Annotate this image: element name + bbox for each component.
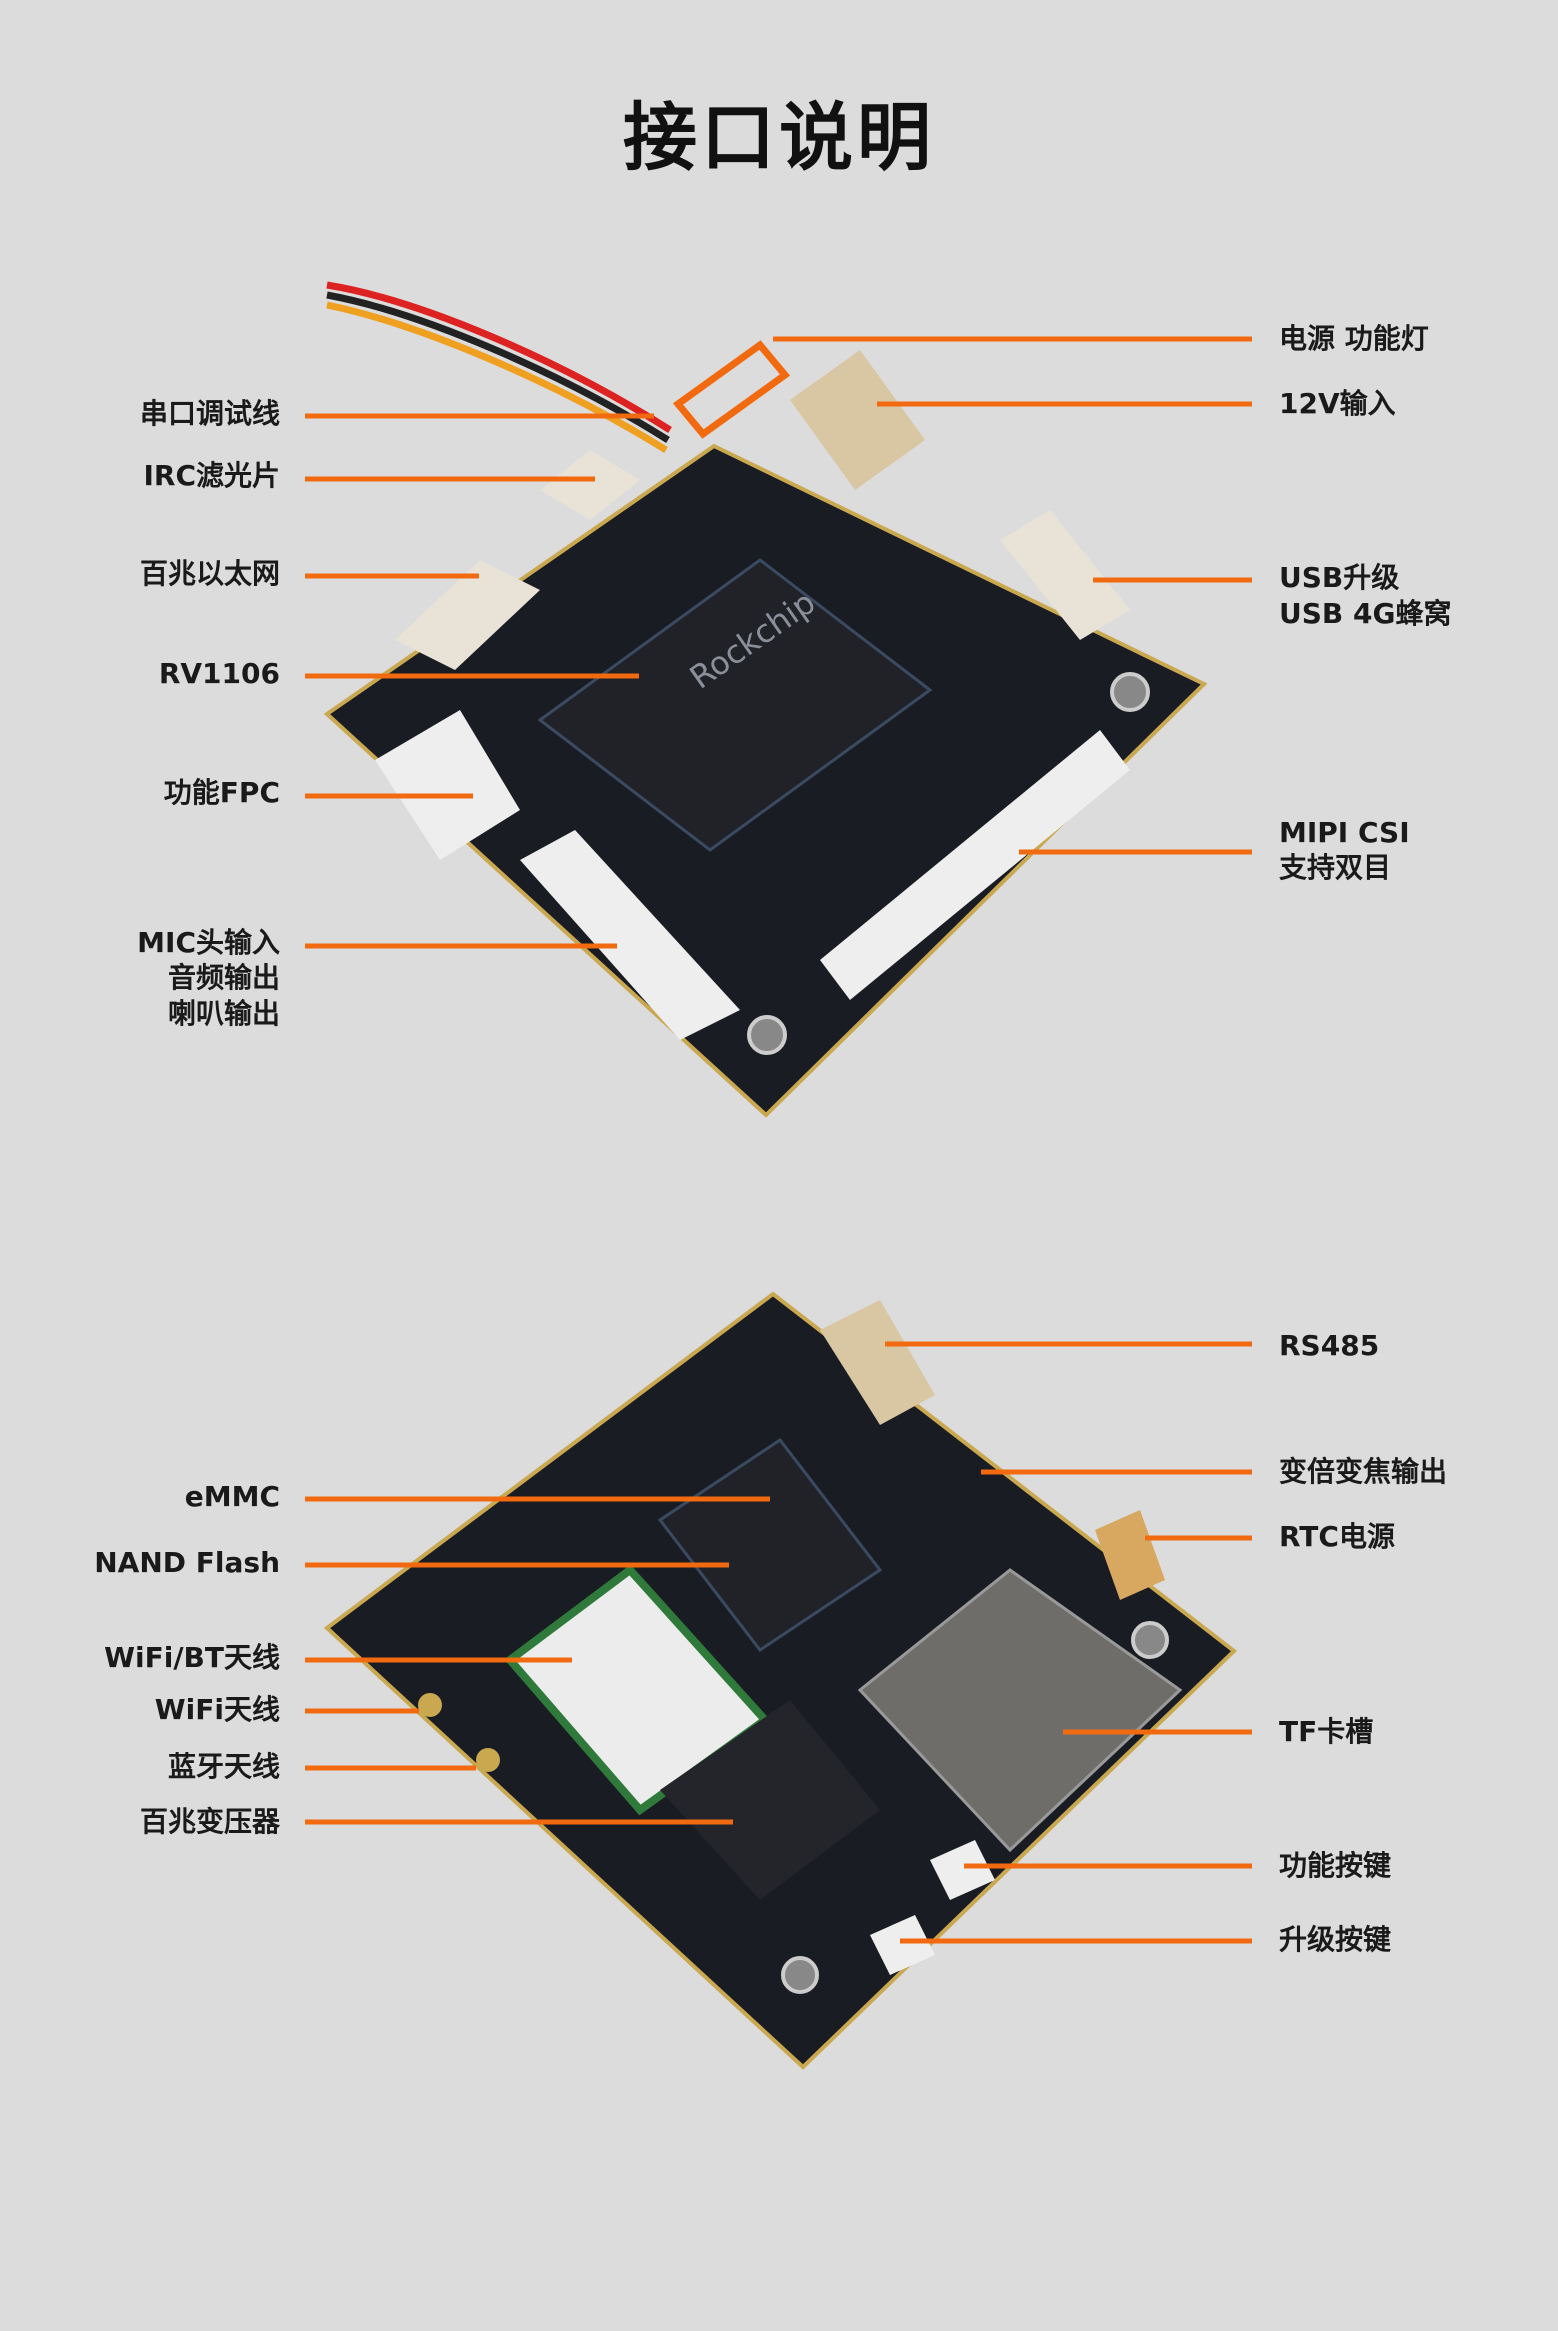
label-power-led: 电源 功能灯: [1279, 322, 1429, 355]
label-bt-antenna: 蓝牙天线: [167, 1750, 280, 1783]
ethernet-connector: [395, 560, 540, 670]
led-highlight-box: [672, 340, 791, 439]
rv1106-chip: [537, 558, 933, 852]
label-upgrade-key: 升级按键: [1279, 1923, 1392, 1956]
power-connector: [790, 350, 925, 490]
leader-lines: [305, 336, 1252, 1944]
label-serial-debug: 串口调试线: [139, 397, 280, 430]
label-zoom-output: 变倍变焦输出: [1279, 1455, 1448, 1488]
label-speaker-output: 喇叭输出: [167, 997, 280, 1030]
label-rtc-power: RTC电源: [1279, 1520, 1395, 1553]
label-wifi-bt-antenna: WiFi/BT天线: [104, 1641, 280, 1674]
top-board: Rockchip: [323, 281, 1208, 1118]
function-button: [930, 1840, 995, 1900]
label-12v-input: 12V输入: [1279, 387, 1396, 420]
label-transformer: 百兆变压器: [139, 1805, 280, 1838]
mipi-connector: [820, 730, 1130, 1000]
label-function-fpc: 功能FPC: [163, 776, 280, 809]
label-nand-flash: NAND Flash: [94, 1546, 280, 1579]
label-emmc: eMMC: [184, 1480, 280, 1513]
transformer-chip: [660, 1700, 880, 1900]
tf-card-slot: [857, 1568, 1183, 1853]
label-usb-4g: USB 4G蜂窝: [1279, 597, 1452, 630]
bottom-board: [323, 1291, 1238, 2070]
usb-connector: [1000, 510, 1130, 640]
label-dual-camera: 支持双目: [1279, 851, 1392, 884]
mic-connector: [520, 830, 740, 1040]
label-usb-upgrade: USB升级: [1279, 561, 1400, 594]
label-tf-slot: TF卡槽: [1279, 1715, 1374, 1748]
page-title: 接口说明: [623, 95, 935, 181]
label-function-key: 功能按键: [1279, 1849, 1392, 1882]
fpc-connector: [375, 710, 520, 860]
irc-connector: [540, 450, 640, 520]
upgrade-button: [870, 1915, 935, 1975]
label-wifi-antenna: WiFi天线: [154, 1693, 280, 1726]
label-rv1106: RV1106: [158, 657, 280, 690]
rs485-connector: [820, 1300, 935, 1425]
rtc-connector: [1095, 1510, 1165, 1600]
label-rs485: RS485: [1279, 1329, 1380, 1362]
label-audio-output: 音频输出: [167, 961, 280, 994]
label-mic-input: MIC头输入: [137, 926, 280, 959]
nand-chip: [657, 1437, 883, 1653]
label-mipi-csi: MIPI CSI: [1279, 816, 1410, 849]
label-irc-filter: IRC滤光片: [143, 459, 280, 492]
label-ethernet: 百兆以太网: [139, 557, 280, 590]
